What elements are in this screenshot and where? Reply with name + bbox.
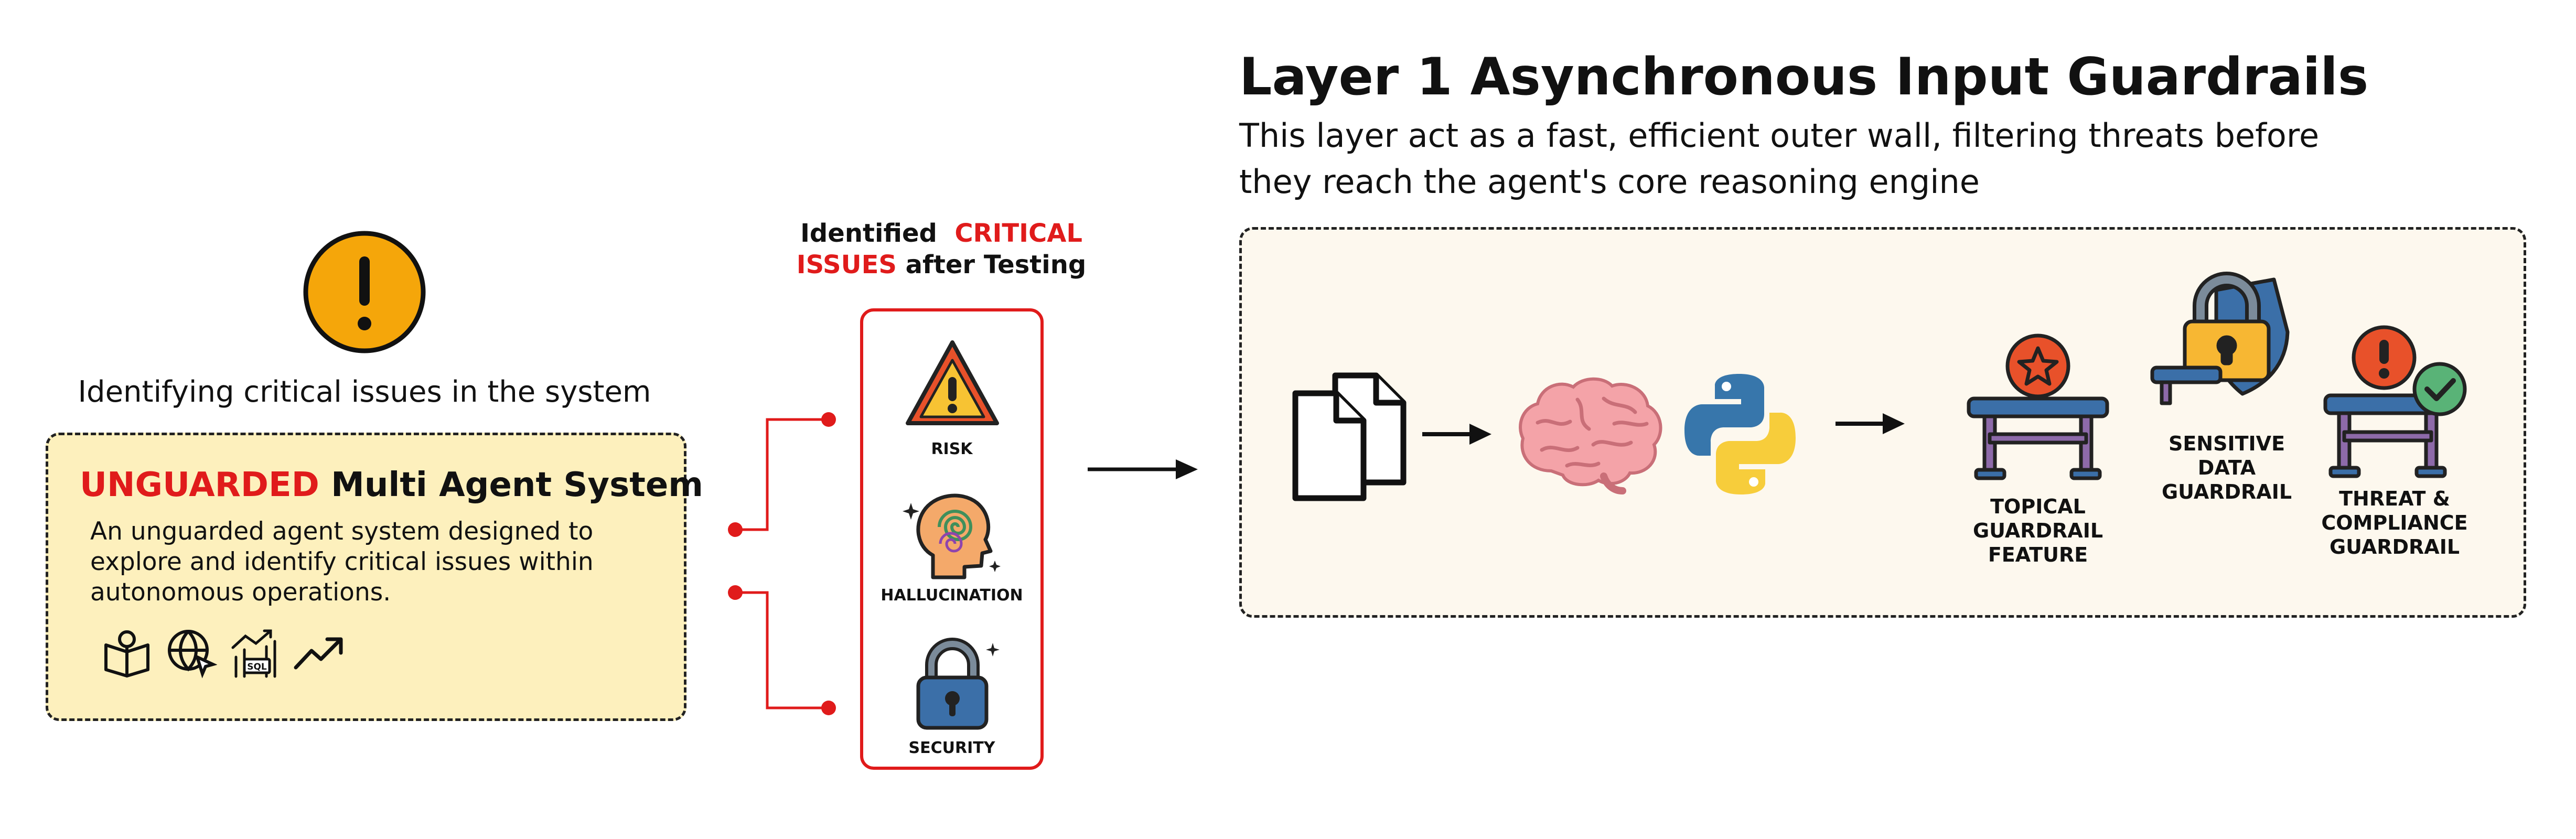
identify-caption: Identifying critical issues in the syste…	[78, 375, 651, 409]
issues-heading-part1: Identified	[800, 219, 937, 248]
agent-box-title: UNGUARDED Multi Agent System	[80, 466, 703, 504]
critical-issues-panel: RISK HALLUCINATION SECURITY	[860, 308, 1044, 770]
warning-circle-icon	[303, 231, 426, 353]
agent-title-rest: Multi Agent System	[331, 466, 703, 504]
svg-text:SQL: SQL	[247, 662, 267, 672]
issues-heading-red: CRITICAL ISSUES	[796, 219, 1082, 279]
arrow-right-icon	[1088, 459, 1198, 479]
book-icon	[104, 630, 149, 677]
warning-icon	[906, 340, 999, 425]
issues-heading: Identified CRITICAL ISSUES after Testing	[792, 218, 1091, 281]
sql-chart-icon: SQL	[231, 629, 276, 678]
arrow-right-icon	[1836, 413, 1905, 434]
guardrail-label-threat-compliance: THREAT & COMPLIANCE GUARDRAIL	[2321, 487, 2468, 558]
lock-shield-icon	[2150, 272, 2290, 405]
guardrail-label-topical: TOPICAL GUARDRAIL FEATURE	[1972, 495, 2103, 566]
padlock-icon	[916, 638, 1000, 730]
agent-title-red: UNGUARDED	[80, 466, 319, 504]
trend-up-icon	[294, 637, 343, 670]
layer-description: This layer act as a fast, efficient oute…	[1239, 116, 2320, 201]
unguarded-agent-box: UNGUARDED Multi Agent System An unguarde…	[46, 433, 703, 721]
arrow-right-icon	[1422, 424, 1491, 445]
issues-heading-part2: after Testing	[905, 250, 1087, 279]
red-connector-lines	[728, 412, 836, 715]
agent-tool-icons: SQL	[101, 624, 345, 682]
alert-check-bench-icon	[2323, 325, 2467, 478]
issue-label-security: SECURITY	[908, 739, 995, 757]
documents-icon	[1292, 372, 1407, 501]
head-spiral-icon	[903, 493, 1001, 579]
layer-title: Layer 1 Asynchronous Input Guardrails	[1239, 47, 2369, 107]
issue-label-risk: RISK	[931, 440, 973, 458]
issue-label-hallucination: HALLUCINATION	[881, 586, 1023, 605]
brain-icon	[1519, 377, 1662, 494]
python-icon	[1684, 374, 1796, 494]
star-bench-icon	[1967, 334, 2109, 480]
guardrail-flow-box: TOPICAL GUARDRAIL FEATURE SENSITIVE DATA…	[1239, 227, 2526, 618]
globe-cursor-icon	[168, 630, 217, 679]
guardrail-label-sensitive-data: SENSITIVE DATA GUARDRAIL	[2161, 432, 2292, 503]
agent-box-description: An unguarded agent system designed to ex…	[90, 517, 594, 607]
